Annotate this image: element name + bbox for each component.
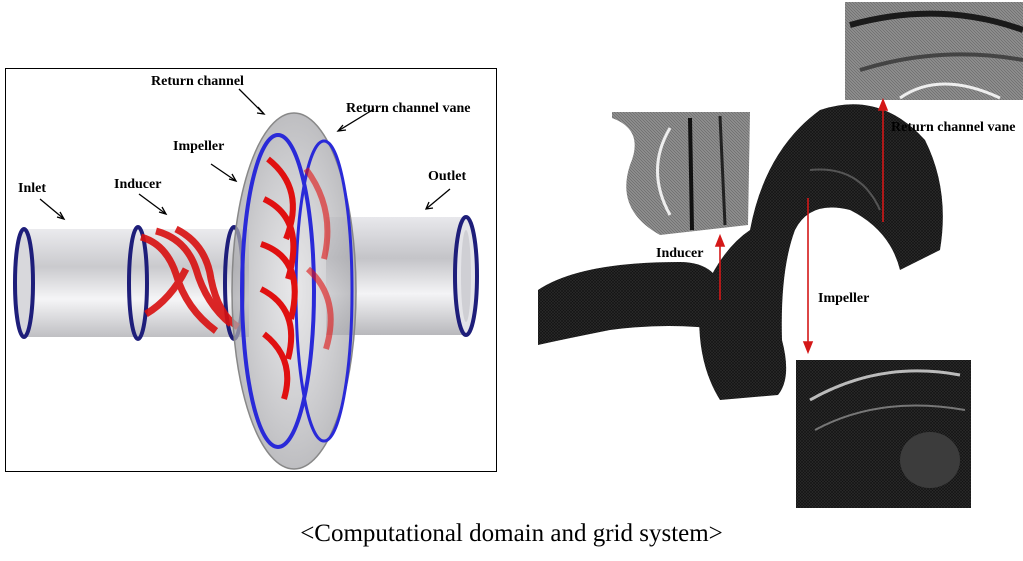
label-outlet: Outlet [428,169,467,184]
grid-system-figure: Return channel vane Inducer Impeller [520,0,1023,515]
label-impeller: Impeller [173,139,225,154]
label-return-channel-vane-mesh: Return channel vane [891,120,1016,135]
label-inducer: Inducer [114,177,162,192]
label-return-channel-vane: Return channel vane [346,101,471,116]
inlet-duct-mesh [538,262,725,345]
impeller-blades [259,156,334,400]
inset-impeller [796,360,971,508]
pump-geometry-illustration [13,88,479,470]
impeller-mesh [699,104,943,401]
label-inlet: Inlet [18,181,46,196]
inset-inducer [612,112,750,235]
red-arrows [714,97,889,355]
mesh-illustration [538,2,1023,508]
geometry-figure: Return channel Return channel vane Impel… [5,68,497,472]
inset-return-channel-vane [845,2,1023,100]
inducer-blades [139,225,241,334]
label-impeller-mesh: Impeller [818,291,870,306]
figure-caption: <Computational domain and grid system> [300,520,723,547]
leader-arrows [39,88,451,221]
label-return-channel: Return channel [151,74,244,89]
label-inducer-mesh: Inducer [656,246,704,261]
